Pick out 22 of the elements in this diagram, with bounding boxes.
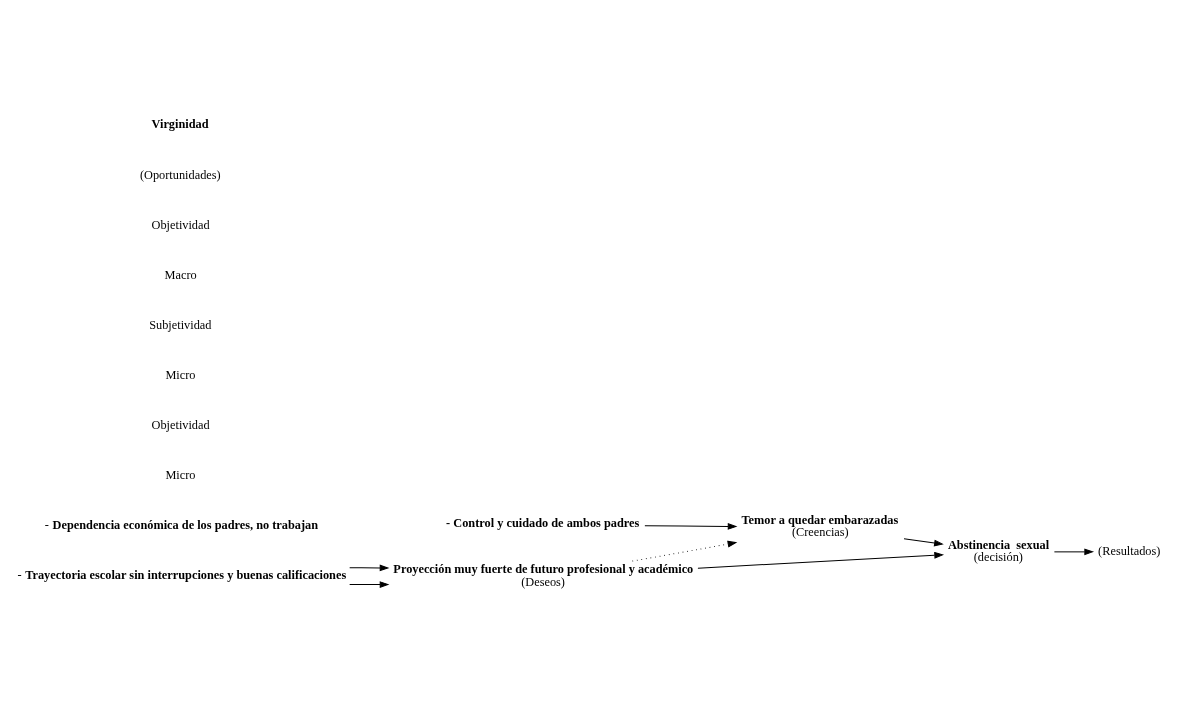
node-text: Abstinencia sexual (decisión): [947, 537, 1050, 564]
label: Micro: [165, 368, 196, 383]
arrow: [697, 552, 943, 569]
node-text: - Trayectoria escolar sin interrupciones y buenas calificaciones: [17, 567, 347, 582]
label: Objetividad: [151, 418, 210, 433]
node-text: Proyección muy fuerte de futuro profesional y académico (Deseos): [393, 562, 694, 589]
arrow: [349, 564, 389, 572]
arrow: [1053, 548, 1094, 556]
arrow: [349, 581, 389, 588]
label: Micro: [165, 468, 196, 483]
label: Objetividad: [151, 218, 210, 232]
node-text: Temor a quedar embarazadas (Creencias): [741, 512, 899, 540]
label: Virginidad: [151, 117, 209, 132]
node-text: (Resultados): [1098, 543, 1161, 558]
node-text: - Dependencia económica de los padres, no trabajan: [44, 517, 319, 532]
node-text: - Control y cuidado de ambos padres: [446, 516, 640, 531]
label: Macro: [164, 268, 197, 283]
label: Subjetividad: [149, 318, 212, 333]
arrow: [631, 540, 737, 562]
arrow: [903, 538, 943, 547]
label: (Oportunidades): [139, 167, 221, 182]
arrow: [644, 523, 737, 530]
